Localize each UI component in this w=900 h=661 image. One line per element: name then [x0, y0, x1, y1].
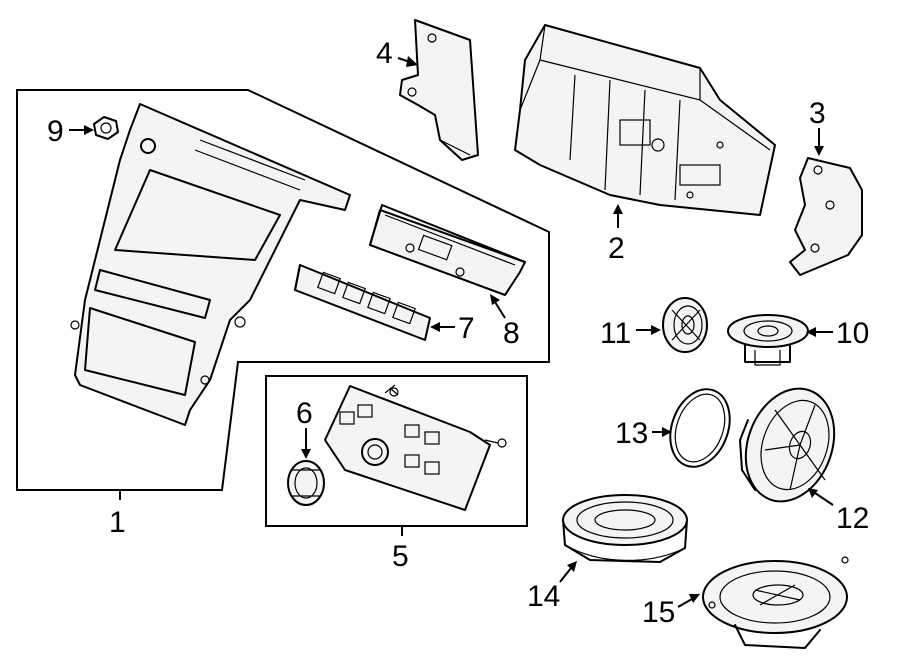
callout-4: 4: [376, 37, 393, 70]
callout-15: 15: [642, 596, 675, 629]
group-frame-climate: [265, 375, 528, 527]
callout-9: 9: [47, 115, 64, 148]
small-speaker-part: [662, 297, 708, 353]
leader-14: [559, 567, 572, 583]
callout-5: 5: [392, 540, 409, 573]
leader-8: [494, 301, 506, 319]
rear-speaker-part: [702, 556, 849, 649]
callout-11: 11: [600, 317, 631, 350]
callout-12: 12: [836, 502, 869, 535]
tweeter-part: [727, 314, 809, 366]
callout-1: 1: [109, 506, 126, 539]
right-bracket-part: [789, 157, 863, 276]
woofer-speaker-part: [562, 494, 688, 563]
callout-3: 3: [809, 97, 826, 130]
callout-2: 2: [608, 232, 625, 265]
callout-8: 8: [503, 317, 520, 350]
knob-part: [287, 460, 325, 506]
climate-control-part: [324, 384, 507, 511]
clip-part: [93, 116, 119, 140]
radio-receiver-part: [514, 24, 776, 216]
left-bracket-part: [399, 19, 479, 161]
gasket-ring-part: [669, 388, 731, 468]
leader-15: [677, 598, 693, 608]
door-speaker-part: [739, 387, 836, 503]
bezel-assembly: [70, 103, 351, 426]
leader-12: [814, 492, 834, 506]
display-module-part: [369, 204, 526, 296]
switch-panel-part: [294, 264, 431, 341]
callout-13: 13: [615, 417, 648, 450]
callout-10: 10: [836, 317, 869, 350]
callout-14: 14: [527, 580, 560, 613]
callout-6: 6: [296, 397, 313, 430]
callout-7: 7: [458, 312, 475, 345]
group-frame-bezel: [16, 89, 550, 491]
